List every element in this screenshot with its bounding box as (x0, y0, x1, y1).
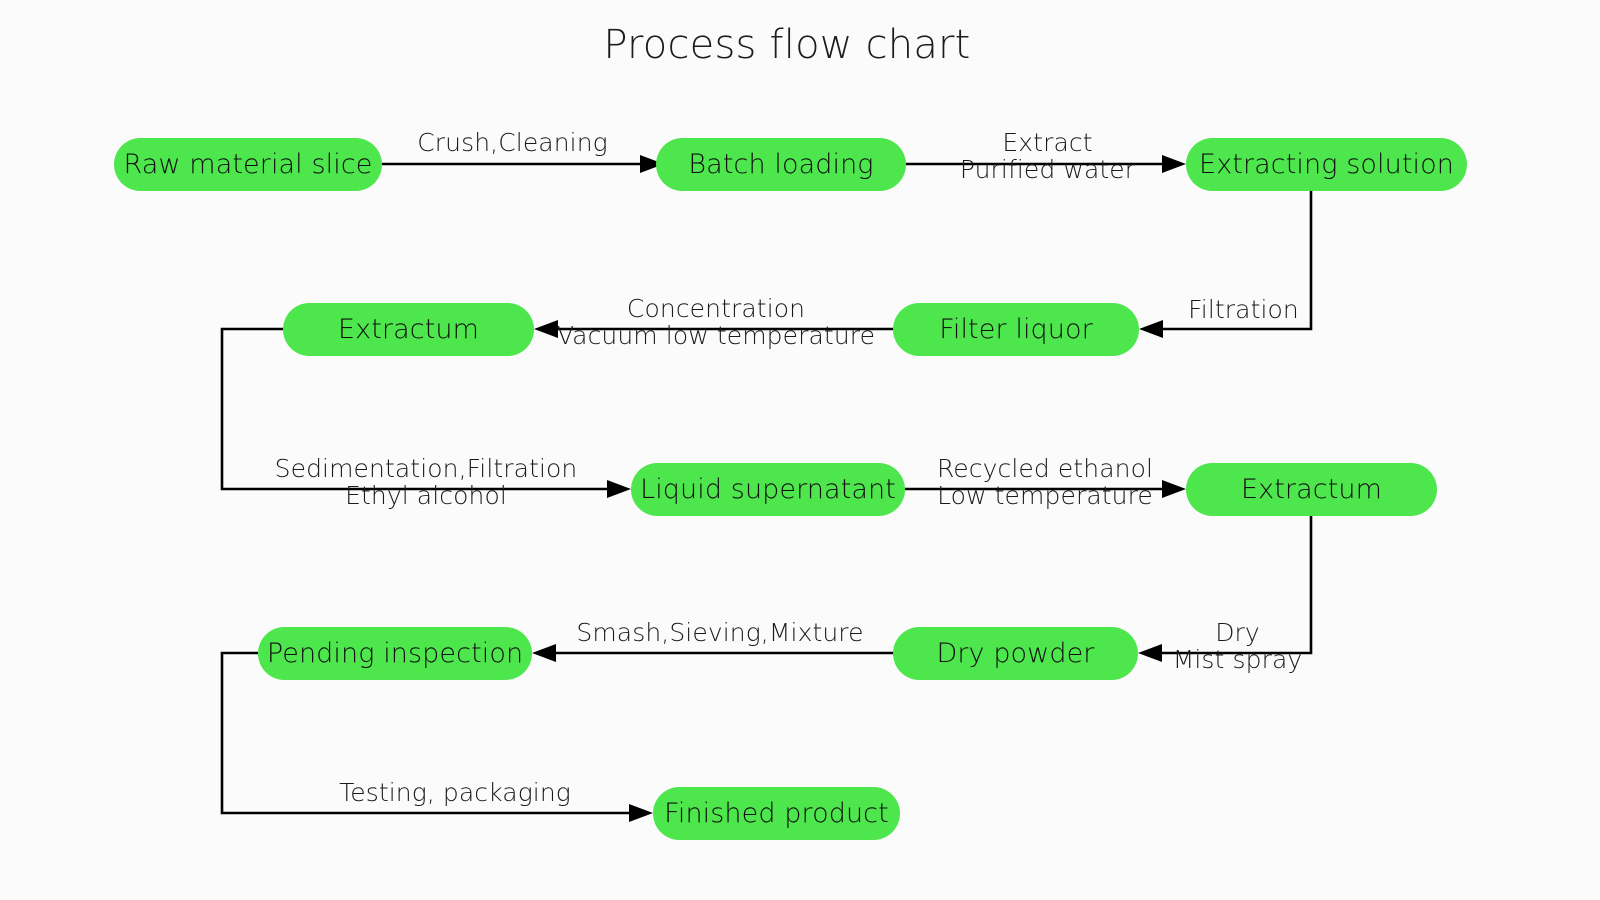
edge-label-extract-purified-water: Extract Purified water (930, 128, 1165, 184)
edge-label-line1: Testing, packaging (339, 778, 571, 807)
edge-label-line2: Vacuum low temperature (556, 320, 876, 350)
edge-label-smash-sieving-mixture: Smash,Sieving,Mixture (560, 618, 880, 647)
node-filter-liquor[interactable]: Filter liquor (893, 303, 1139, 356)
edge-label-line1: Crush,Cleaning (417, 128, 608, 157)
edge-label-dry-mist-spray: Dry Mist spray (1165, 618, 1310, 674)
node-dry-powder[interactable]: Dry powder (893, 627, 1138, 680)
edge-label-line2: Ethyl alcohol (345, 480, 507, 510)
node-finished-product[interactable]: Finished product (653, 787, 900, 840)
node-raw-material-slice[interactable]: Raw material slice (114, 138, 382, 191)
edge-label-testing-packaging: Testing, packaging (322, 778, 588, 807)
edge-label-line2: Mist spray (1172, 644, 1303, 674)
edge-label-line2: Low temperature (937, 480, 1153, 510)
node-pending-inspection[interactable]: Pending inspection (258, 627, 532, 680)
edge-label-recycled-ethanol-low-temperature: Recycled ethanol Low temperature (925, 454, 1165, 510)
edge-label-crush-cleaning: Crush,Cleaning (400, 128, 625, 157)
node-extractum-2[interactable]: Extractum (1186, 463, 1437, 516)
edge-label-line1: Recycled ethanol (936, 454, 1154, 483)
node-batch-loading[interactable]: Batch loading (656, 138, 906, 191)
node-liquid-supernatant[interactable]: Liquid supernatant (631, 463, 905, 516)
edge-label-line1: Concentration (626, 294, 806, 323)
edge-label-line1: Extract (1002, 128, 1093, 157)
edge-label-concentration-vacuum: Concentration Vacuum low temperature (540, 294, 892, 350)
node-extracting-solution[interactable]: Extracting solution (1186, 138, 1467, 191)
edge-label-line1: Dry (1215, 618, 1260, 647)
page-title: Process flow chart (603, 22, 971, 68)
edge-label-filtration: Filtration (1176, 295, 1311, 324)
edge-label-line2: Purified water (959, 154, 1136, 184)
edge-label-sedimentation-ethyl-alcohol: Sedimentation,Filtration Ethyl alcohol (263, 454, 589, 510)
edge-label-line1: Sedimentation,Filtration (274, 454, 578, 483)
edge-label-line1: Smash,Sieving,Mixture (576, 618, 864, 647)
node-extractum-1[interactable]: Extractum (283, 303, 534, 356)
edge-label-line1: Filtration (1188, 295, 1299, 324)
connector-crush-cleaning (382, 155, 664, 173)
